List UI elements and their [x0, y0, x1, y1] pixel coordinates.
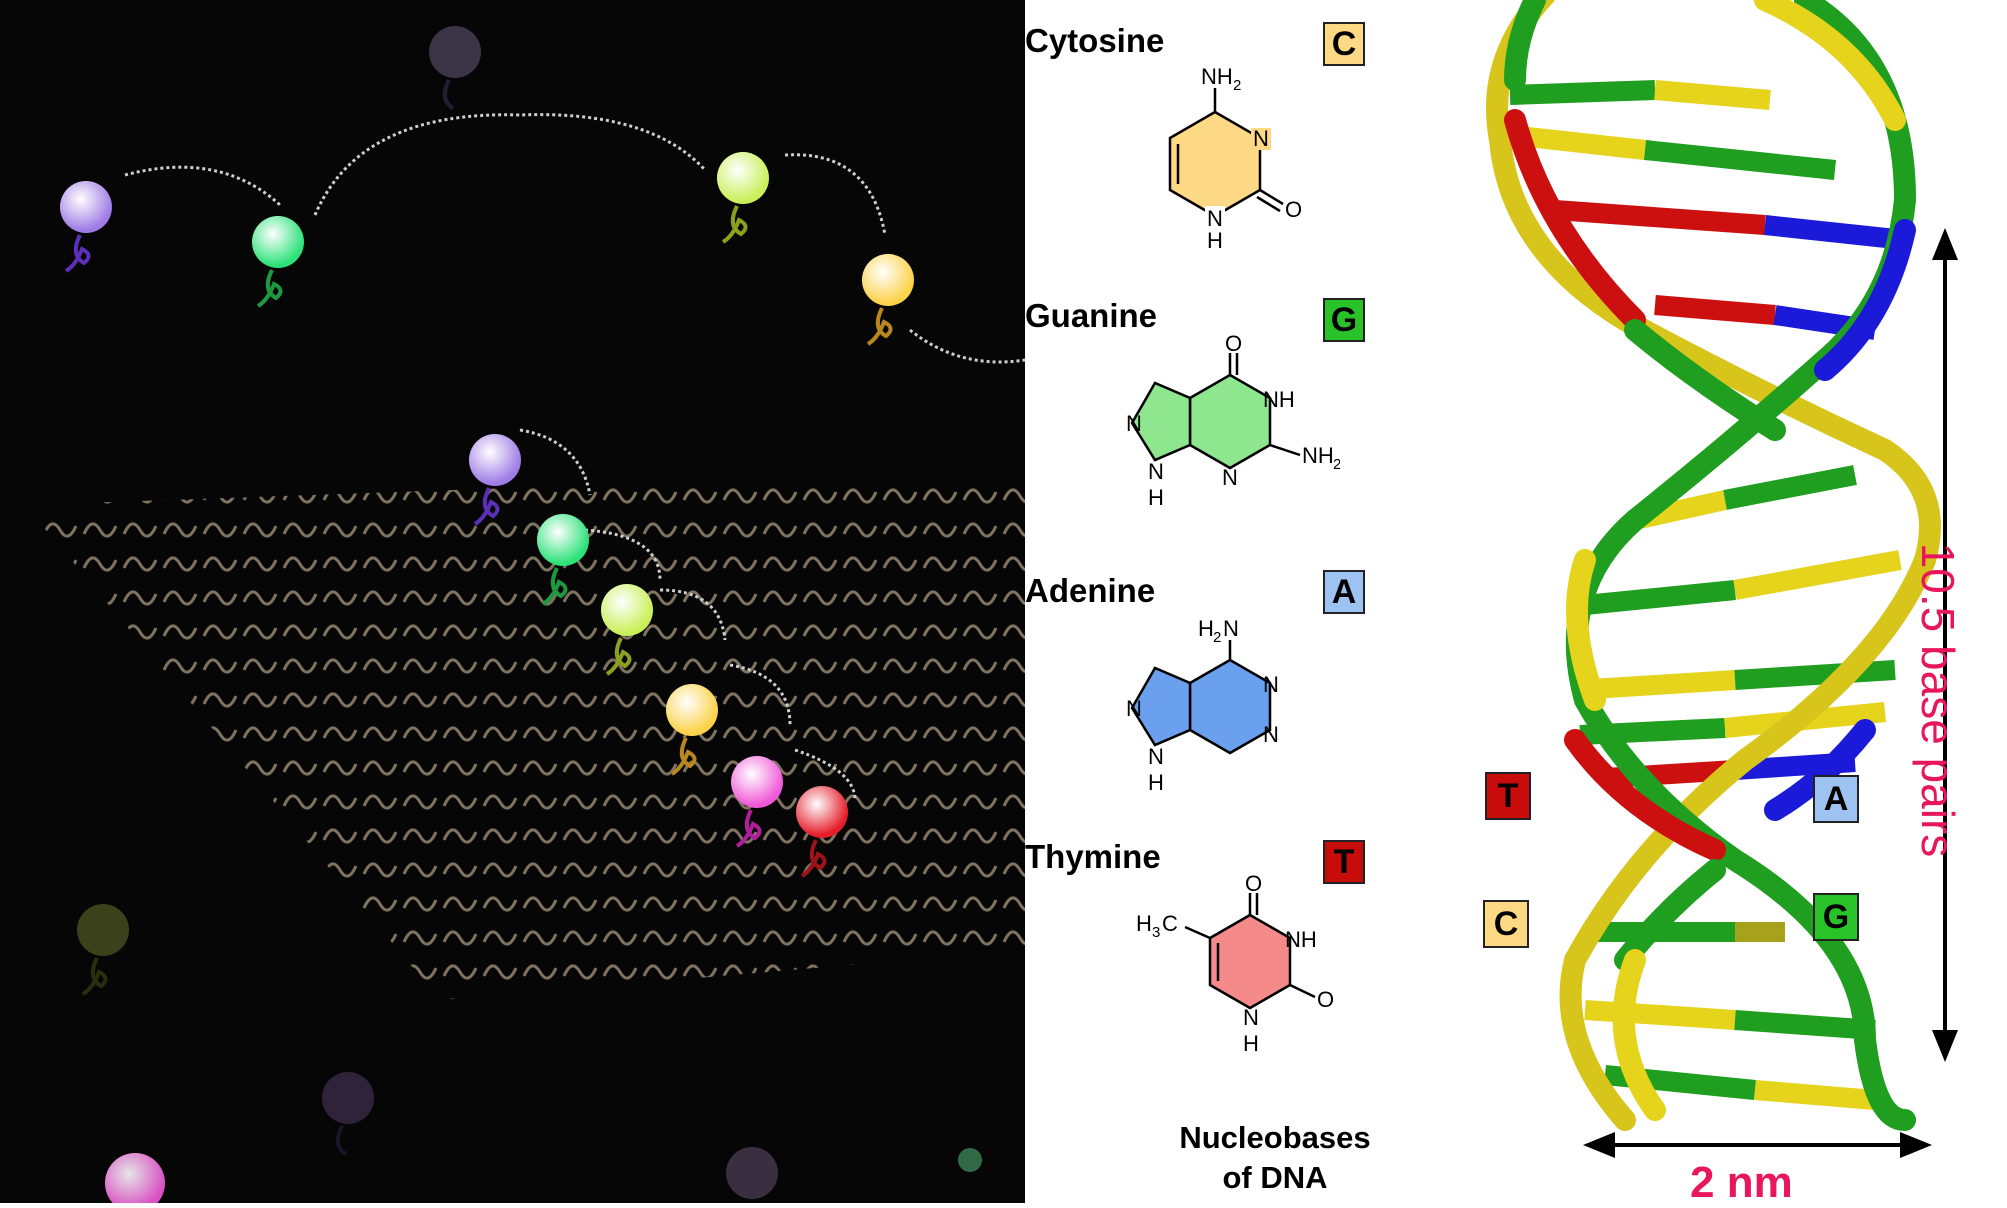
svg-text:N: N — [1222, 465, 1238, 490]
horizontal-arrow — [1583, 1132, 1932, 1158]
base-letter-t: T — [1323, 840, 1365, 884]
svg-text:3: 3 — [1152, 924, 1160, 941]
base-name-guanine: Guanine — [1025, 297, 1158, 334]
motion-arcs — [124, 113, 1025, 801]
svg-text:N: N — [1223, 616, 1239, 641]
base-name-thymine: Thymine — [1025, 838, 1161, 875]
svg-text:N: N — [1207, 206, 1223, 231]
base-name-adenine: Adenine — [1025, 572, 1156, 609]
base-letter-c: C — [1323, 22, 1365, 66]
ball-purple-2 — [469, 434, 521, 526]
ball-red-1 — [796, 786, 848, 878]
nucleobases-caption: Nucleobases of DNA — [1085, 1118, 1465, 1198]
ball-green-1 — [252, 216, 304, 308]
guanine-structure: O NH NH 2 N N N H — [1126, 335, 1340, 510]
nucleotide-illustration — [0, 0, 1025, 1203]
ball-magenta-1 — [731, 756, 783, 848]
ball-faded-1 — [429, 26, 481, 110]
vertical-arrow — [1932, 228, 1958, 1062]
svg-text:2: 2 — [1213, 629, 1221, 646]
svg-text:NH: NH — [1263, 387, 1295, 412]
ball-faded-4 — [726, 1147, 778, 1199]
base-name-cytosine: Cytosine — [1025, 22, 1165, 59]
helix-letter-a: A — [1813, 775, 1859, 823]
helix-letter-c: C — [1483, 900, 1529, 948]
base-letter-g: G — [1323, 298, 1365, 342]
dna-double-helix — [1405, 0, 2007, 1203]
svg-text:N: N — [1263, 722, 1279, 747]
svg-text:O: O — [1245, 875, 1262, 896]
caption-line-1: Nucleobases — [1179, 1120, 1371, 1155]
svg-text:NH: NH — [1302, 443, 1334, 468]
svg-text:NH: NH — [1285, 927, 1317, 952]
svg-text:H: H — [1148, 485, 1164, 510]
svg-text:H: H — [1148, 770, 1164, 795]
width-label: 2 nm — [1690, 1158, 1793, 1207]
helix-backbones — [1486, 0, 1941, 1131]
ball-green-2 — [537, 514, 589, 606]
svg-text:N: N — [1126, 411, 1142, 436]
svg-text:N: N — [1148, 459, 1164, 484]
svg-text:N: N — [1253, 126, 1269, 151]
base-pair-rungs — [1508, 80, 1907, 1110]
helix-letter-t: T — [1485, 772, 1531, 820]
svg-text:O: O — [1285, 197, 1302, 222]
svg-text:H: H — [1207, 228, 1223, 252]
svg-text:2: 2 — [1333, 456, 1340, 473]
svg-text:N: N — [1243, 1005, 1259, 1030]
svg-text:2: 2 — [1233, 77, 1241, 94]
adenine-structure: H 2 N N N N N H — [1126, 616, 1279, 795]
dna-mesh-sheet — [25, 470, 1025, 1000]
svg-text:H: H — [1198, 616, 1214, 641]
ball-faded-3 — [322, 1072, 374, 1156]
svg-text:O: O — [1225, 335, 1242, 356]
ball-purple-1 — [60, 181, 112, 273]
ball-yellow-2 — [666, 684, 718, 776]
helix-svg — [1486, 0, 1958, 1158]
ball-yellow-1 — [862, 254, 914, 346]
svg-text:C: C — [1162, 911, 1178, 936]
svg-text:H: H — [1243, 1031, 1259, 1056]
nucleobases-panel: Cytosine C Guanine G Adenine A Thymine T… — [1025, 0, 1405, 1203]
base-pairs-label: 10.5 base pairs — [1912, 542, 1964, 858]
ball-faded-5 — [958, 1148, 982, 1172]
svg-text:N: N — [1126, 696, 1142, 721]
ball-magenta-2 — [105, 1153, 165, 1203]
cytosine-structure: NH 2 N O N H — [1168, 64, 1302, 252]
svg-text:O: O — [1317, 987, 1334, 1012]
base-letter-a: A — [1323, 570, 1365, 614]
helix-letter-g: G — [1813, 893, 1859, 941]
ball-faded-2 — [77, 904, 129, 996]
caption-line-2: of DNA — [1222, 1160, 1328, 1195]
svg-text:H: H — [1136, 911, 1152, 936]
nucleotide-balls — [60, 26, 982, 1203]
thymine-structure: O NH O N H H 3 C — [1136, 875, 1334, 1056]
svg-text:NH: NH — [1201, 64, 1233, 89]
ball-lime-2 — [601, 584, 653, 676]
illustration-svg — [25, 26, 1025, 1203]
ball-lime-1 — [717, 152, 769, 244]
svg-text:N: N — [1263, 672, 1279, 697]
svg-text:N: N — [1148, 744, 1164, 769]
